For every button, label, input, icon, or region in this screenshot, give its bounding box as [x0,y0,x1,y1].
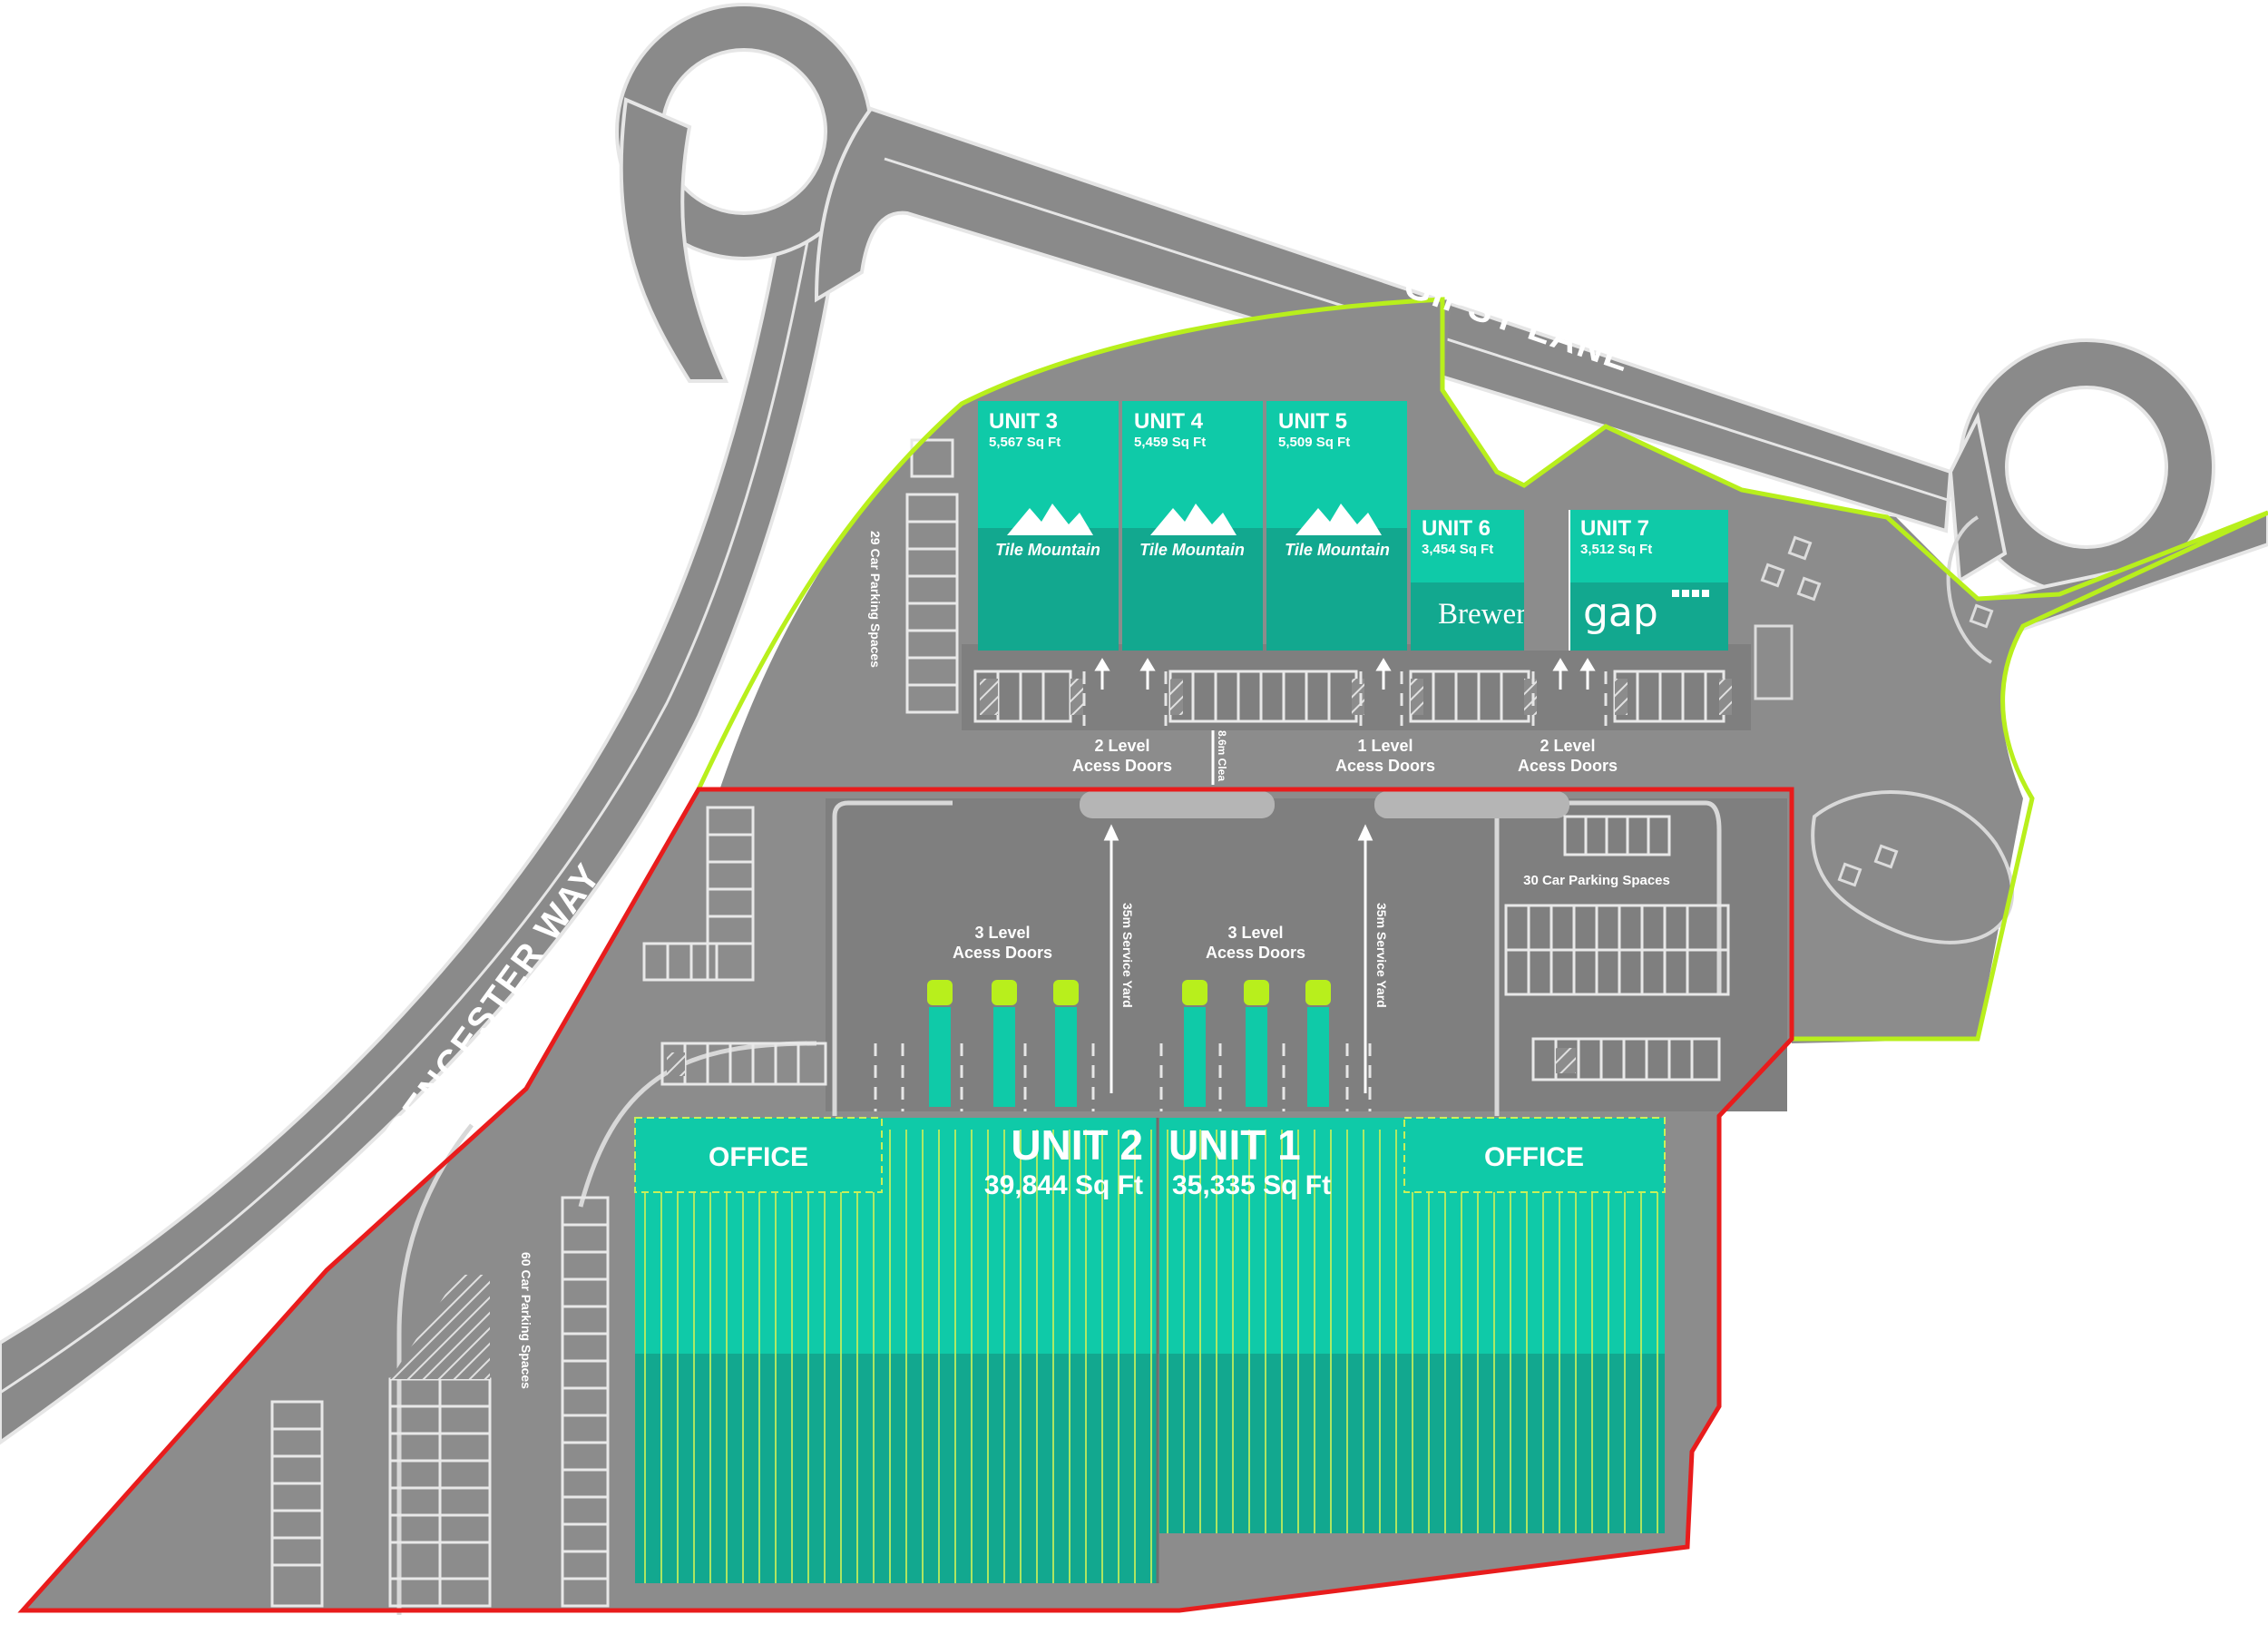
north-units: UNIT 3 5,567 Sq Ft Tile Mountain UNIT 4 … [978,401,1728,651]
unit-2-name: UNIT 2 [1011,1121,1143,1169]
unit-6-tenant-logo: Brewers [1438,598,1538,631]
parking-bays [270,438,1732,1608]
unit-3-tenant-logo: Tile Mountain [995,541,1100,559]
south-right-doors-line1: 3 Level [1227,924,1283,942]
unit-6-name: UNIT 6 [1422,516,1491,541]
unit-5-area: 5,509 Sq Ft [1278,435,1350,450]
unit-2-area: 39,844 Sq Ft [984,1170,1143,1200]
south-left-doors-line1: 3 Level [974,924,1030,942]
service-yard-right-label: 35m Service Yard [1374,903,1389,1008]
unit-4[interactable]: UNIT 4 5,459 Sq Ft Tile Mountain [1122,401,1263,651]
parking-30-label: 30 Car Parking Spaces [1523,873,1670,888]
unit-1-name: UNIT 1 [1168,1121,1301,1169]
red-boundary [17,787,1794,1613]
north-left-doors-line1: 2 Level [1094,737,1149,755]
unit-4-area: 5,459 Sq Ft [1134,435,1206,450]
south-right-doors-line2: Acess Doors [1206,944,1305,962]
unit-2-office-label: OFFICE [709,1142,808,1172]
unit-1-office-label: OFFICE [1484,1142,1584,1172]
lorries [874,730,1374,1111]
north-mid-doors-line2: Acess Doors [1335,757,1435,775]
south-left-doors-line2: Acess Doors [953,944,1052,962]
unit-5[interactable]: UNIT 5 5,509 Sq Ft Tile Mountain [1266,401,1407,651]
unit-7[interactable]: UNIT 7 3,512 Sq Ft gap [1569,510,1728,651]
hatched-area [390,1275,490,1379]
unit-4-tenant-logo: Tile Mountain [1139,541,1245,559]
service-yard-left-label: 35m Service Yard [1120,903,1135,1008]
unit-6-area: 3,454 Sq Ft [1422,542,1493,557]
north-right-doors-line2: Acess Doors [1518,757,1618,775]
green-boundary [696,297,2268,1042]
unit-7-tenant-logo: gap [1583,590,1658,636]
unit-3[interactable]: UNIT 3 5,567 Sq Ft Tile Mountain [978,401,1119,651]
parking-29-label: 29 Car Parking Spaces [868,531,883,668]
parking-60-label: 60 Car Parking Spaces [519,1252,533,1389]
unit-4-name: UNIT 4 [1134,409,1204,434]
unit-6[interactable]: UNIT 6 3,454 Sq Ft Brewers [1411,510,1538,651]
unit-2[interactable]: OFFICE UNIT 2 39,844 Sq Ft [634,1117,1157,1583]
unit-3-name: UNIT 3 [989,409,1058,434]
south-units: OFFICE UNIT 2 39,844 Sq Ft OFFICE UNIT 1… [634,1117,1666,1583]
unit-1-area: 35,335 Sq Ft [1172,1170,1331,1200]
north-right-doors-line1: 2 Level [1540,737,1595,755]
unit-1[interactable]: OFFICE UNIT 1 35,335 Sq Ft [1159,1117,1666,1533]
unit-3-area: 5,567 Sq Ft [989,435,1061,450]
unit-5-name: UNIT 5 [1278,409,1347,434]
clearance-label: 8.6m Clea [1216,730,1228,781]
boundaries [17,297,2268,1613]
north-left-doors-line2: Acess Doors [1072,757,1172,775]
unit-7-area: 3,512 Sq Ft [1580,542,1652,557]
unit-7-name: UNIT 7 [1580,516,1649,541]
unit-5-tenant-logo: Tile Mountain [1285,541,1390,559]
north-mid-doors-line1: 1 Level [1357,737,1413,755]
